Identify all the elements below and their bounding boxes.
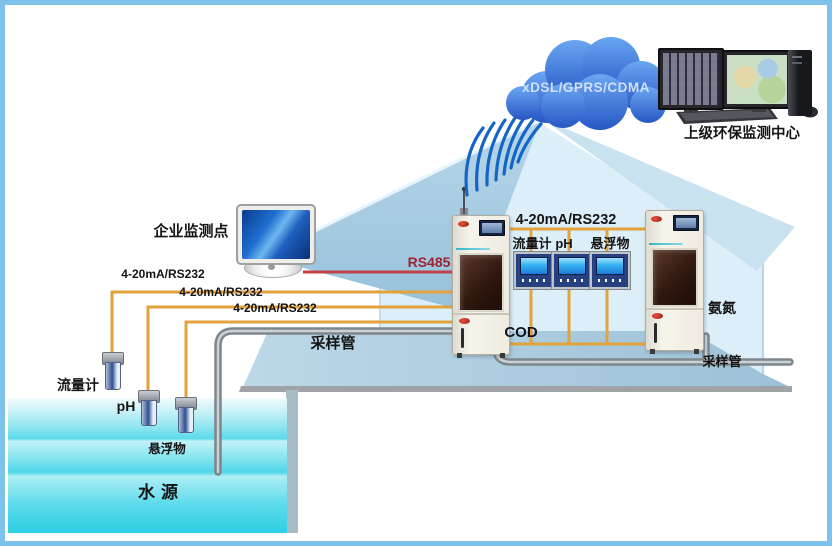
analog-signal-wires [110,227,645,399]
ammonia-analyzer-cabinet [645,210,704,354]
water-source-label: 水源 [138,483,184,502]
roof-right-slope [541,118,795,271]
pipe-left-label: 采样管 [310,335,356,352]
cabinet-divider [646,308,703,310]
controller-screen [520,257,548,275]
wifi-signal-icon [464,116,543,197]
pool-wall [286,390,298,533]
pipe-right-label: 采样管 [702,354,742,369]
map-screen [727,55,787,104]
ss-controller [590,252,630,289]
network-cloud [506,37,666,130]
cloud-label: xDSL/GPRS/CDMA [522,80,650,95]
cabinet-trim [649,243,683,245]
rs485-label: RS485 [407,254,451,270]
enterprise-monitor-icon [236,204,316,265]
map-monitor-icon [722,50,792,109]
ss-sensor-body [178,407,194,433]
monitoring-center-label: 上级环保监测中心 [684,126,800,142]
ph-sensor-body [141,400,157,426]
ph-wire-label: 4-20mA/RS232 [179,285,263,299]
cabinet-handle [461,328,464,348]
cabinet-foot [650,349,655,354]
brand-logo-icon [651,216,662,222]
enterprise-station-label: 企业监测点 [153,223,229,240]
ph-controller [552,252,592,289]
controller-screen [558,257,586,275]
ph-controller-label: pH [555,236,573,251]
cabinet-display [479,220,505,236]
cabinet-window [651,248,698,307]
cabinet-display [673,215,699,231]
ammonia-analyzer-label: 氨氮 [708,300,736,316]
cod-analyzer-label: COD [504,324,538,341]
cabinet-handle [654,323,657,343]
video-wall-monitor-icon [658,48,724,110]
cod-analyzer-cabinet [452,215,510,358]
cabinet-foot [500,353,505,358]
flow-controller-label: 流量计 [512,236,552,251]
keyboard-icon [676,108,778,124]
flow-controller [514,252,554,289]
ss-wire-label: 4-20mA/RS232 [233,301,317,315]
video-wall-screen [663,53,719,105]
brand-logo-icon [652,313,663,319]
floor-edge-strip [239,386,792,392]
flow-sensor-body [105,362,121,390]
flow-wire-label: 4-20mA/RS232 [121,267,205,281]
flow-sensor-label: 流量计 [57,377,99,393]
cabinet-foot [457,353,462,358]
cabinet-window [458,253,504,312]
controller-buttons [522,279,546,282]
desktop-tower-icon [788,50,812,116]
cabinet-divider [453,313,509,315]
brand-logo-icon [459,318,470,324]
enterprise-monitor-screen [242,210,310,259]
ss-sensor-label: 悬浮物 [148,442,186,456]
bus-label: 4-20mA/RS232 [515,212,617,228]
ss-controller-label: 悬浮物 [590,236,630,251]
ph-sensor-label: pH [116,398,136,414]
cabinet-foot [694,349,699,354]
controller-screen [596,257,624,275]
cabinet-trim [456,248,490,250]
controller-buttons [560,279,584,282]
brand-logo-icon [458,221,469,227]
enterprise-monitor-base-hub [268,264,275,270]
controller-buttons [598,279,622,282]
